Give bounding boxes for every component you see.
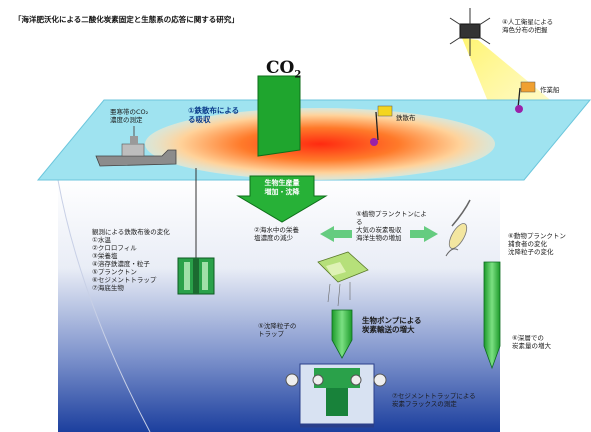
diagram-title: 「海洋肥沃化による二酸化炭素固定と生態系の応答に関する研究」 <box>14 15 239 24</box>
label-zooplankton-right: ⑥動物プランクトン 捕食者の変化 沈降粒子の変化 <box>508 232 566 256</box>
water-column-left-edge <box>57 179 151 432</box>
sink-arrow <box>236 175 328 223</box>
co2-label: CO2 <box>266 58 302 81</box>
ship-icon <box>95 126 177 167</box>
zooplankton-icon <box>445 199 471 257</box>
label-trap-mid: ⑤沈降粒子の トラップ <box>258 322 297 338</box>
label-plankton-note: ⑤植物プランクトンによる 大気の炭素吸収 海洋生物の増加 <box>356 210 427 242</box>
satellite-icon <box>449 8 491 56</box>
label-deep-bottom: ⑦セジメントトラップによる 炭素フラックスの測定 <box>392 392 476 408</box>
left-arrow <box>320 226 352 242</box>
water-column <box>58 180 500 432</box>
label-flag: 作業船 <box>540 86 560 94</box>
label-left-list: 観測による鉄散布後の変化 ①水温 ②クロロフィル ③栄養塩 ④溶存鉄濃度・粒子 … <box>92 228 170 292</box>
label-bio-pump: 生物ポンプによる 炭素輸送の増大 <box>362 316 422 334</box>
label-buoy: 鉄散布 <box>396 114 416 122</box>
buoy-icon <box>370 105 393 146</box>
ctd-rosette-icon <box>177 257 215 295</box>
label-trap-deep: ⑥深層での 炭素量の増大 <box>512 334 551 350</box>
flag-icon <box>515 81 536 113</box>
co2-box <box>257 75 301 157</box>
sediment-trap-mid <box>331 309 353 359</box>
plankton-icon <box>317 251 369 307</box>
label-satellite: ④人工衛星による 海色分布の把握 <box>502 18 554 34</box>
label-ocean-nutrients: ②海水中の栄養 塩濃度の減少 <box>254 226 299 242</box>
sediment-trap-deep <box>483 261 501 370</box>
label-ship: 亜寒帯のCO₂ 濃度の測定 <box>110 108 149 124</box>
label-iron-fertilization: ①鉄散布による る吸収 <box>188 106 240 124</box>
bottom-station-icon <box>285 363 387 428</box>
right-arrow <box>410 226 438 242</box>
label-sink-arrow: 生物生産量 増加・沈降 <box>264 179 300 196</box>
bloom-patch <box>145 108 495 180</box>
